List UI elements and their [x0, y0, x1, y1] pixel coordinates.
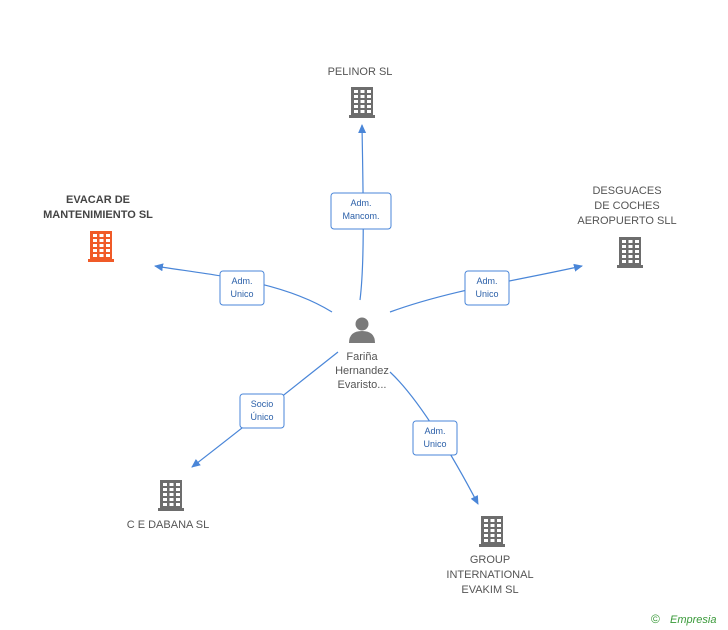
- node-label: C E DABANA SL: [127, 519, 210, 531]
- edge-label-box[interactable]: Adm. Unico: [412, 420, 458, 456]
- edge-label-box[interactable]: Adm. Unico: [464, 270, 510, 306]
- edge-label-text: Adm.: [231, 276, 252, 286]
- node-desguaces[interactable]: DESGUACES DE COCHES AEROPUERTO SLL: [577, 185, 677, 268]
- node-label: MANTENIMIENTO SL: [43, 209, 153, 221]
- node-label: DE COCHES: [594, 200, 659, 212]
- node-label: PELINOR SL: [328, 66, 393, 78]
- node-evacar[interactable]: EVACAR DE MANTENIMIENTO SL: [43, 194, 153, 262]
- edge-label-text: Mancom.: [342, 211, 379, 221]
- node-cedabana[interactable]: C E DABANA SL: [127, 480, 210, 531]
- node-label: INTERNATIONAL: [446, 569, 533, 581]
- building-icon: [158, 480, 184, 511]
- edge-evacar: Adm. Unico: [154, 263, 333, 313]
- person-icon: [349, 317, 375, 343]
- edge-label-text: Adm.: [350, 198, 371, 208]
- node-pelinor[interactable]: PELINOR SL: [328, 66, 393, 118]
- edge-label-text: Unico: [230, 289, 253, 299]
- node-label: EVACAR DE: [66, 194, 130, 206]
- edge-label-box[interactable]: Adm. Mancom.: [330, 192, 392, 230]
- building-icon: [617, 237, 643, 268]
- footer: © Empresia: [651, 612, 716, 626]
- edge-label-text: Único: [250, 412, 273, 422]
- center-label: Evaristo...: [338, 379, 387, 391]
- node-group[interactable]: GROUP INTERNATIONAL EVAKIM SL: [446, 516, 534, 596]
- center-label: Fariña: [346, 351, 378, 363]
- building-icon: [349, 87, 375, 118]
- edge-label-text: Unico: [423, 439, 446, 449]
- brand-logo[interactable]: Empresia: [670, 614, 716, 626]
- edge-label-box[interactable]: Adm. Unico: [219, 270, 265, 306]
- building-icon: [479, 516, 505, 547]
- edge-label-text: Adm.: [476, 276, 497, 286]
- edge-label-text: Unico: [475, 289, 498, 299]
- node-label: DESGUACES: [592, 185, 661, 197]
- edge-desguaces: Adm. Unico: [389, 263, 583, 313]
- center-label: Hernandez: [335, 365, 389, 377]
- edge-label-text: Socio: [251, 399, 274, 409]
- node-label: AEROPUERTO SLL: [577, 215, 676, 227]
- node-label: EVAKIM SL: [461, 584, 518, 596]
- edges-layer: Adm.Mancom.Adm.UnicoAdm.UnicoSocioÚnicoA…: [154, 124, 583, 505]
- building-icon: [88, 231, 114, 262]
- edge-pelinor: Adm. Mancom.: [330, 124, 392, 301]
- edge-group: Adm. Unico: [389, 371, 479, 505]
- node-label: GROUP: [470, 554, 510, 566]
- center-node[interactable]: FariñaHernandezEvaristo...: [335, 317, 389, 392]
- copyright-icon: ©: [651, 612, 660, 626]
- nodes-layer: PELINOR SL DESGUACES DE COCHES AEROPUERTO S…: [43, 66, 677, 596]
- edge-label-text: Adm.: [424, 426, 445, 436]
